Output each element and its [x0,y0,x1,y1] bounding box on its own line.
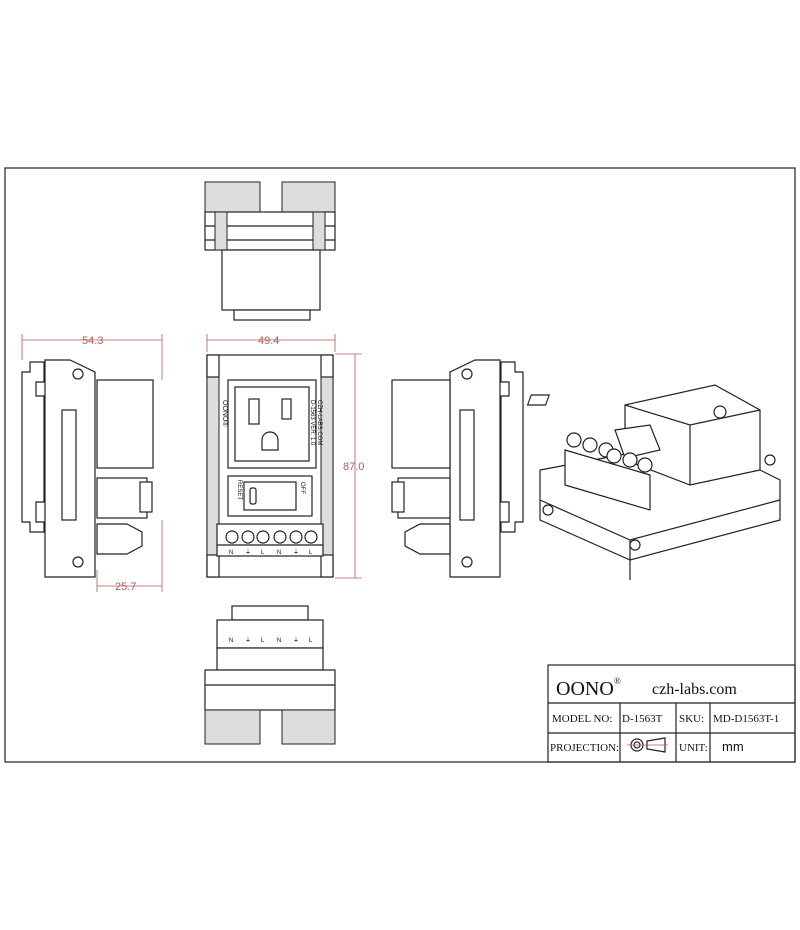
front-website: CZH-LABS.COM [316,400,322,445]
terminal-label: L [261,550,265,556]
dimension-lines [21,334,362,592]
sku-label: SKU: [679,713,704,725]
sku-value: MD-D1563T-1 [713,713,779,725]
model-label: MODEL NO: [552,713,612,725]
svg-text:N: N [229,638,233,644]
switch-off-label: OFF [299,482,305,494]
dimension-side-width: 54.3 [82,335,103,347]
right-side-view [391,359,524,578]
svg-text:N: N [277,638,281,644]
svg-text:L: L [261,638,265,644]
model-value: D-1563T [622,713,663,725]
unit-label: UNIT: [679,742,708,754]
outlet-frame [227,379,317,469]
dimension-side-depth: 25.7 [115,581,136,593]
title-registered: ® [614,676,621,686]
title-website: czh-labs.com [652,681,737,698]
front-brand: OONO® [221,400,229,427]
unit-value: mm [722,739,744,754]
terminal-label: ⏚ [293,549,299,556]
terminal-label: N [229,550,233,556]
bottom-view [204,605,336,745]
svg-text:⏚: ⏚ [245,637,251,644]
switch-reset-label: RESET [236,480,242,500]
front-view [206,354,334,578]
svg-text:⏚: ⏚ [293,637,299,644]
outlet-ground-hole [261,431,279,451]
terminal-label: ⏚ [245,549,251,556]
title-brand: OONO [556,678,614,700]
terminal-screws [225,530,318,544]
outlet-slot-neutral [248,398,260,425]
title-block [547,664,796,763]
dimension-height: 87.0 [343,461,364,473]
terminal-label: N [277,550,281,556]
drawing-frame [4,167,796,763]
terminal-label: L [309,550,313,556]
projection-symbol [627,737,668,753]
dimension-front-width: 49.4 [258,335,279,347]
top-view [204,181,336,321]
bottom-terminal-labels: N ⏚ L N ⏚ L [229,637,313,644]
left-side-view [21,359,154,578]
outlet-slot-hot [281,398,292,420]
isometric-view [526,384,781,580]
svg-text:L: L [309,638,313,644]
front-version: D-1563 VER: 1.0 [309,400,315,446]
terminal-labels: N ⏚ L N ⏚ L [229,549,313,556]
projection-label: PROJECTION: [550,742,619,754]
